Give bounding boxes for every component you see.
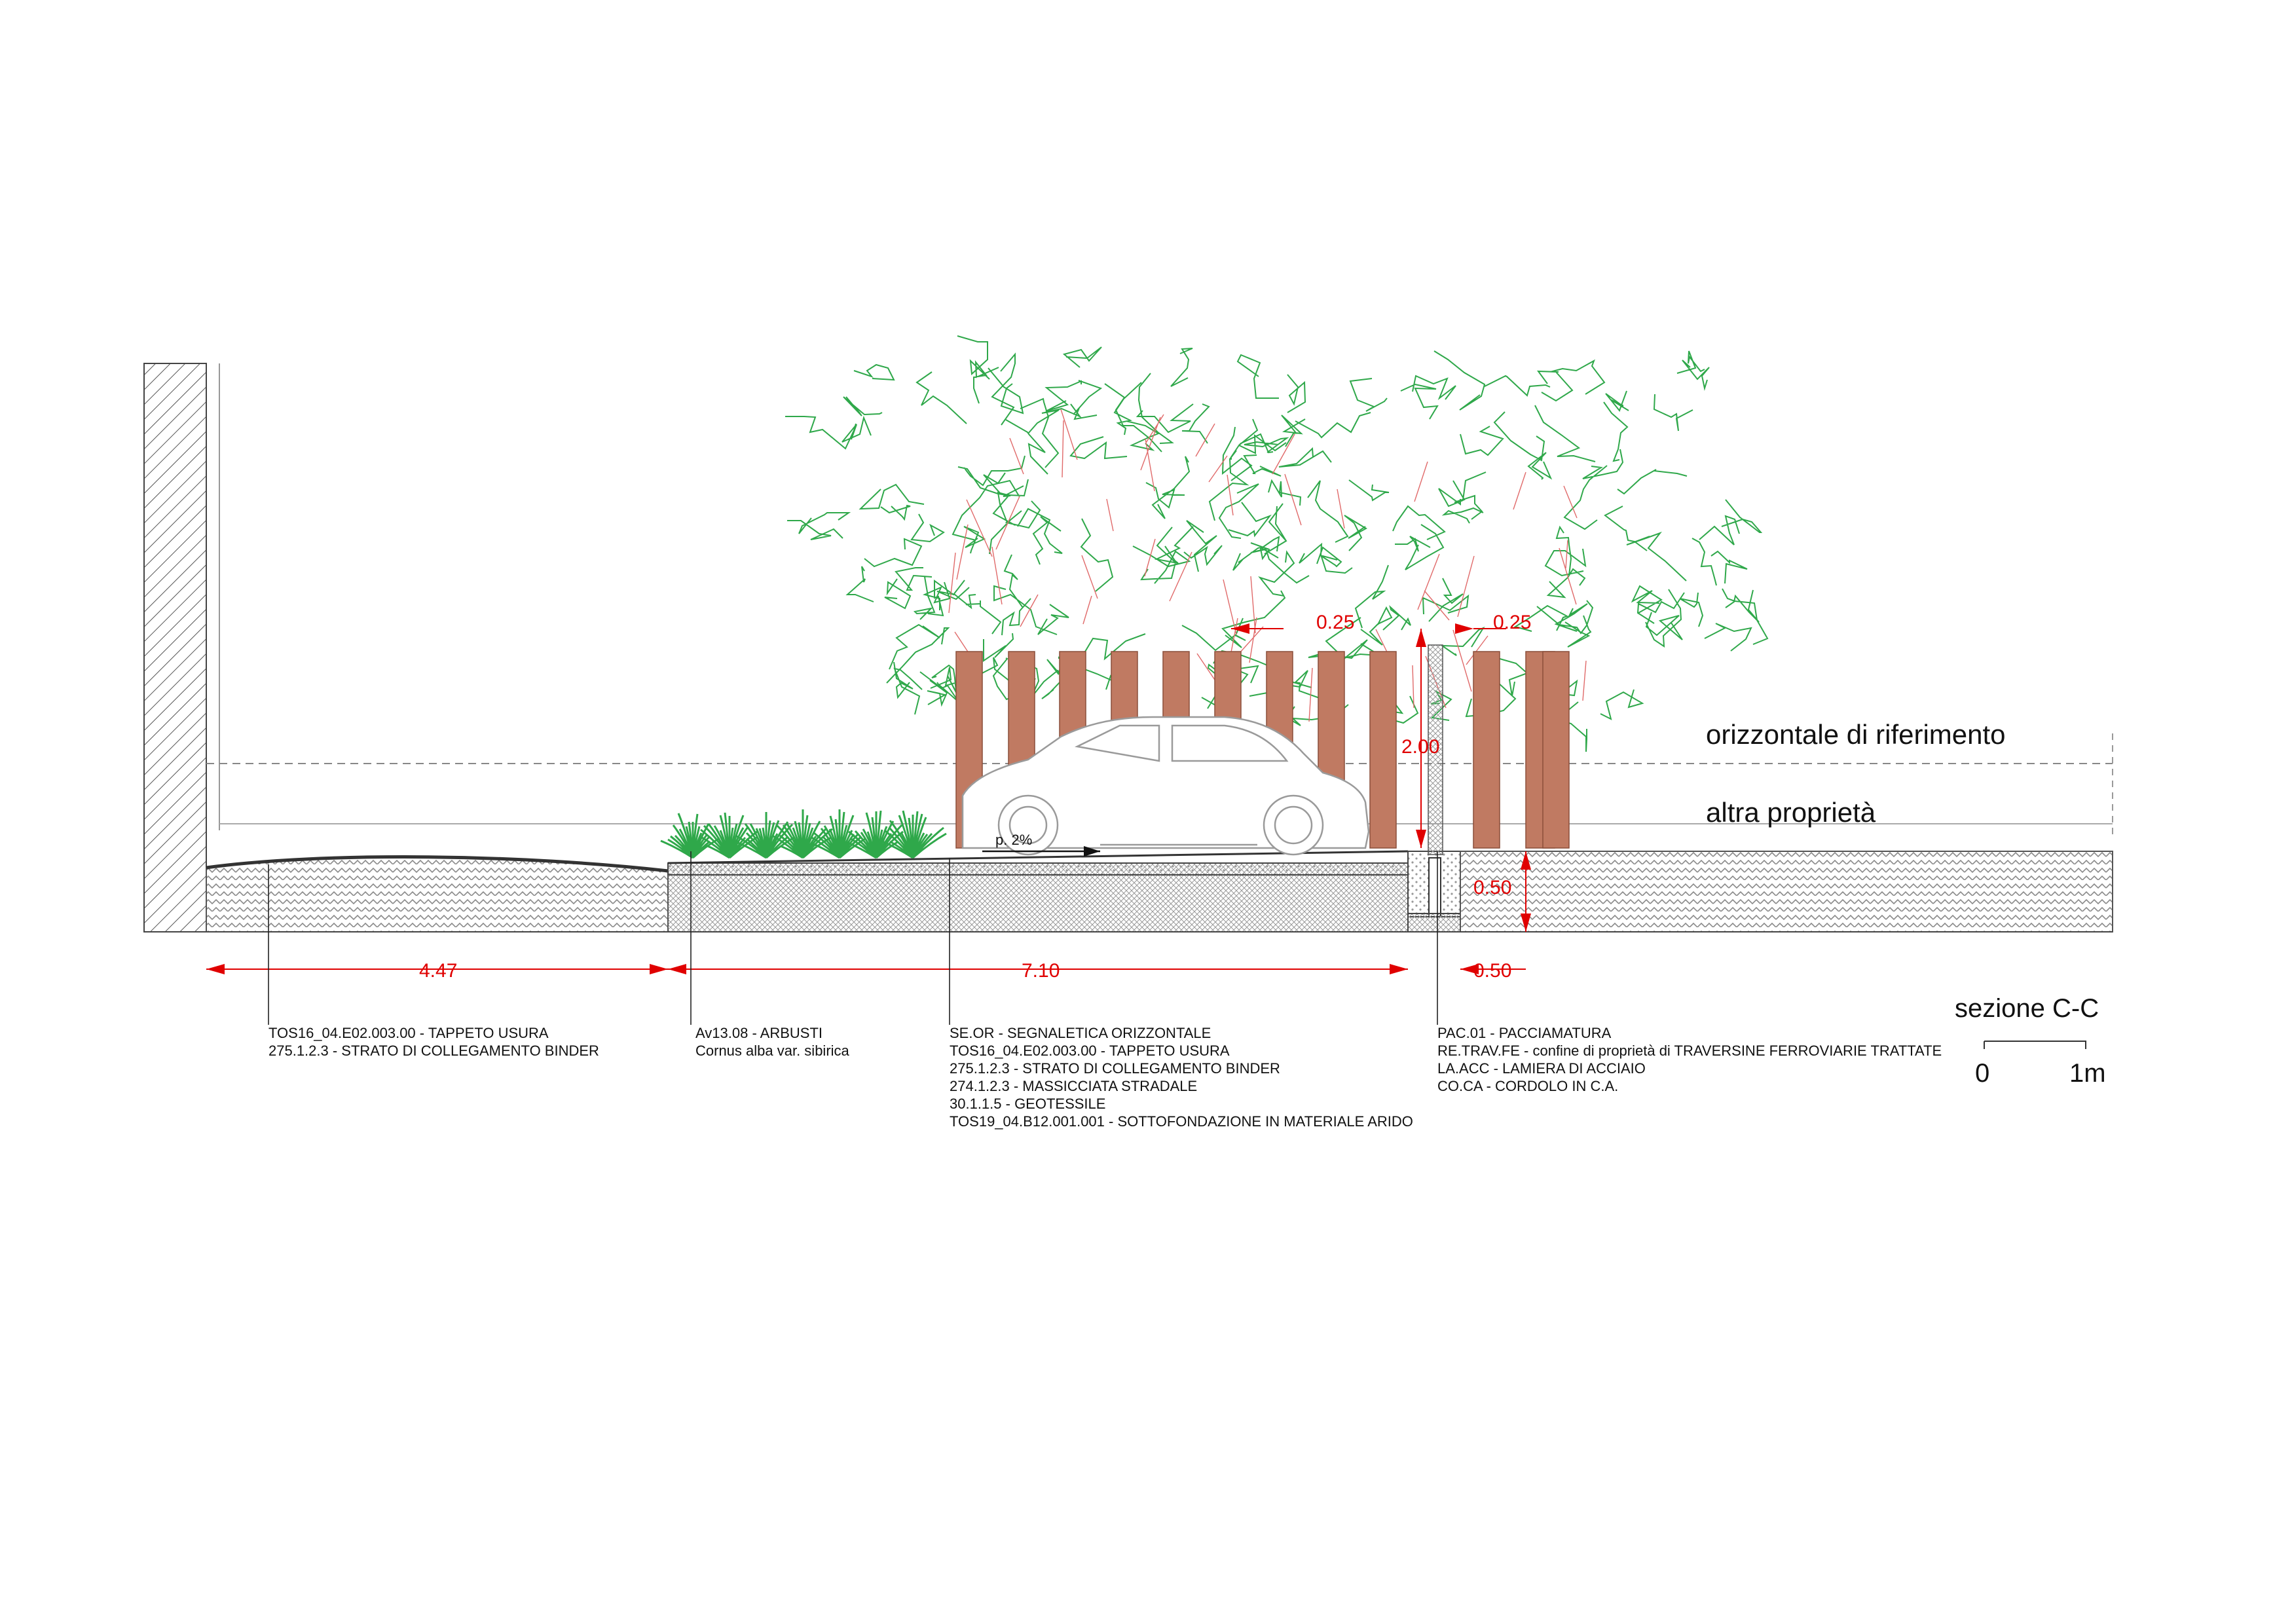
- callout-edge: PAC.01 - PACCIAMATURA RE.TRAV.FE - confi…: [1437, 1025, 1942, 1094]
- callout-line: CO.CA - CORDOLO IN C.A.: [1437, 1078, 1618, 1094]
- shrub: [700, 812, 758, 859]
- callout-shrubs: Av13.08 - ARBUSTI Cornus alba var. sibir…: [695, 1025, 850, 1059]
- sleeper-post: [1473, 651, 1500, 849]
- callout-line: LA.ACC - LAMIERA DI ACCIAIO: [1437, 1060, 1646, 1077]
- dimension-left-width: 4.47: [419, 960, 457, 982]
- callout-line: RE.TRAV.FE - confine di proprietà di TRA…: [1437, 1043, 1942, 1059]
- scale-start-label: 0: [1975, 1059, 1989, 1088]
- shrub: [879, 810, 947, 859]
- steel-sheet: [1428, 644, 1443, 855]
- callout-line: PAC.01 - PACCIAMATURA: [1437, 1025, 1612, 1041]
- scale-end-label: 1m: [2069, 1059, 2106, 1088]
- dimension-lines: [206, 623, 1531, 974]
- slope-label: p. 2%: [995, 832, 1032, 848]
- building-wall: [143, 363, 220, 932]
- section-title: sezione C-C: [1955, 994, 2099, 1023]
- shrub: [773, 809, 833, 859]
- callout-line: SE.OR - SEGNALETICA ORIZZONTALE: [950, 1025, 1211, 1041]
- dimension-center-width: 7.10: [1022, 960, 1060, 982]
- dimension-post-spacing-right: 0.25: [1493, 612, 1531, 633]
- tree-canopy: [785, 335, 1769, 752]
- callout-line: TOS19_04.B12.001.001 - SOTTOFONDAZIONE I…: [950, 1113, 1413, 1130]
- reference-line-label: orizzontale di riferimento: [1706, 719, 2006, 750]
- dimension-curb-width: 0.50: [1473, 960, 1511, 982]
- dimension-curb-depth: 0.50: [1473, 877, 1511, 898]
- scale-bar: 0 1m: [1975, 1041, 2106, 1088]
- callout-left: TOS16_04.E02.003.00 - TAPPETO USURA 275.…: [268, 1025, 599, 1059]
- callout-line: TOS16_04.E02.003.00 - TAPPETO USURA: [950, 1043, 1230, 1059]
- callout-road: SE.OR - SEGNALETICA ORIZZONTALE TOS16_04…: [950, 1025, 1413, 1130]
- callout-line: 30.1.1.5 - GEOTESSILE: [950, 1096, 1105, 1112]
- callout-line: Av13.08 - ARBUSTI: [695, 1025, 823, 1041]
- callout-line: 274.1.2.3 - MASSICCIATA STRADALE: [950, 1078, 1197, 1094]
- callout-line: TOS16_04.E02.003.00 - TAPPETO USURA: [268, 1025, 549, 1041]
- neighbor-property-label: altra proprietà: [1706, 797, 1876, 828]
- callout-line: Cornus alba var. sibirica: [695, 1043, 850, 1059]
- sleeper-post: [1542, 651, 1570, 849]
- shrub-row: [660, 809, 947, 859]
- shrub: [810, 809, 866, 859]
- sleeper-post: [1369, 651, 1397, 849]
- callout-line: 275.1.2.3 - STRATO DI COLLEGAMENTO BINDE…: [268, 1043, 599, 1059]
- slope-indicator: p. 2%: [982, 832, 1100, 857]
- callout-line: 275.1.2.3 - STRATO DI COLLEGAMENTO BINDE…: [950, 1060, 1280, 1077]
- car-outline: [961, 716, 1370, 856]
- shrub: [660, 813, 720, 859]
- dimension-fence-height: 2.00: [1401, 736, 1439, 758]
- callout-leaders: [268, 851, 1438, 1025]
- ground-section: [144, 850, 2113, 932]
- dimension-post-spacing-left: 0.25: [1316, 612, 1354, 633]
